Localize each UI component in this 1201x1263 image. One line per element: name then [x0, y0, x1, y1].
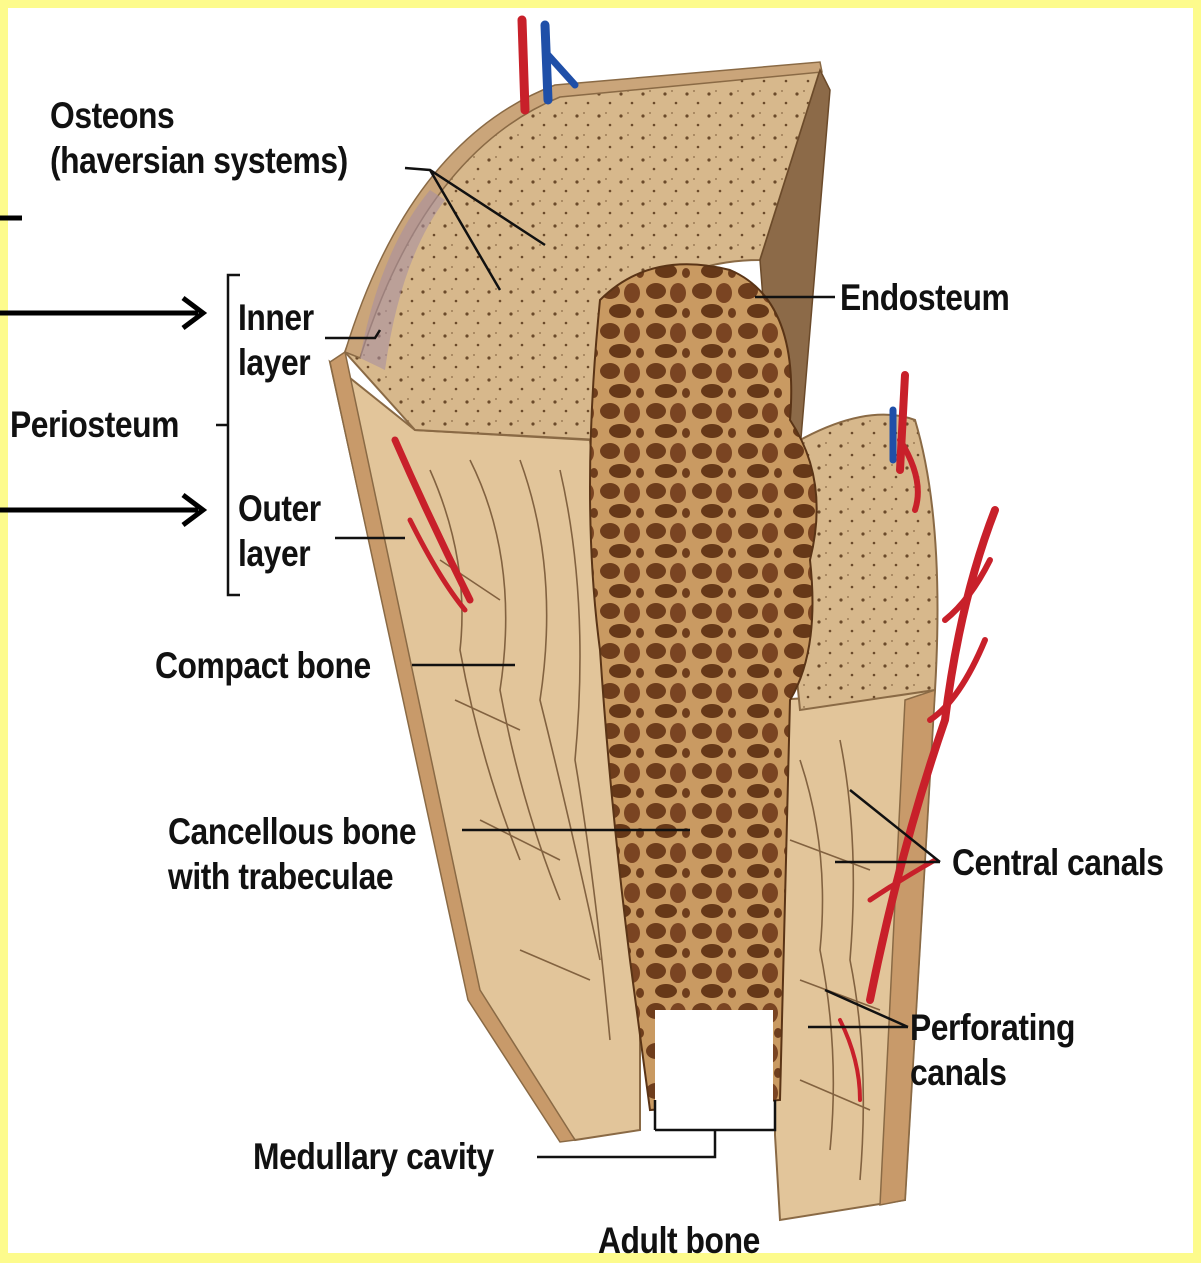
- label-compact-bone: Compact bone: [155, 643, 371, 688]
- label-cancellous-bone: Cancellous bone with trabeculae: [168, 809, 416, 899]
- label-inner-layer: Inner layer: [238, 295, 314, 385]
- medullary-cavity-gap: [655, 1010, 773, 1132]
- label-osteons: Osteons (haversian systems): [50, 93, 348, 183]
- label-central-canals: Central canals: [952, 840, 1164, 885]
- label-medullary-cavity: Medullary cavity: [253, 1134, 494, 1179]
- label-perforating-canals: Perforating canals: [910, 1005, 1075, 1095]
- label-endosteum: Endosteum: [840, 275, 1009, 320]
- annotation-arrows: [0, 218, 203, 525]
- figure-caption: Adult bone: [598, 1218, 760, 1263]
- label-outer-layer: Outer layer: [238, 486, 321, 576]
- periosteum-bracket: [216, 275, 240, 595]
- label-periosteum: Periosteum: [10, 402, 179, 447]
